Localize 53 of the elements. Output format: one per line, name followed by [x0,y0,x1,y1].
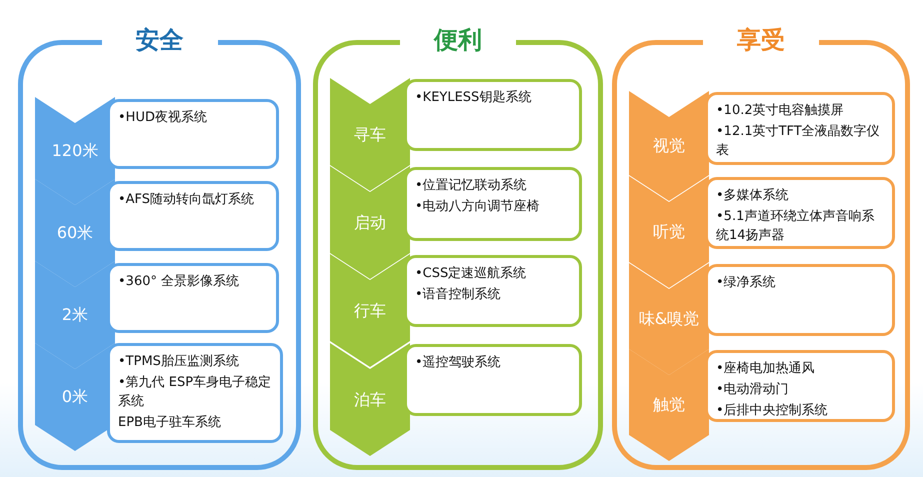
feature-box [404,167,582,241]
chevron-step [330,343,410,456]
chevron-step [629,263,709,375]
step-label: 2米 [60,305,90,326]
step-label: 120米 [50,141,100,162]
feature-box [107,181,279,251]
feature-item: •AFS随动转向氙灯系统 [118,191,256,209]
feature-item: •遥控驾驶系统 [415,354,502,372]
feature-box [107,343,283,443]
feature-item: •10.2英寸电容触摸屏 [716,102,845,120]
step-label: 视觉 [652,136,686,157]
feature-item: •第九代 ESP车身电子稳定系统 [118,374,272,411]
step-label: 0米 [60,387,90,408]
feature-item: •多媒体系统 [716,187,790,205]
step-label: 60米 [56,223,94,244]
feature-box [404,79,582,151]
feature-item: •KEYLESS钥匙系统 [415,89,532,107]
feature-box [705,264,895,336]
feature-item: •HUD夜视系统 [118,109,208,127]
feature-box [404,344,582,416]
feature-item: •5.1声道环绕立体声音响系统14扬声器 [716,208,876,245]
feature-box [705,177,895,249]
feature-item: •后排中央控制系统 [716,402,829,420]
chevron-step [629,349,709,461]
step-label: 泊车 [353,390,387,410]
chevron-step [629,91,709,201]
feature-box [404,255,582,327]
feature-item: •12.1英寸TFT全液晶数字仪表 [716,123,881,160]
feature-box [107,99,279,169]
chevron-step [330,78,410,191]
feature-box [705,350,895,422]
step-label: 行车 [353,300,387,322]
step-label: 启动 [353,212,387,234]
chevron-step [35,261,115,369]
feature-item: •CSS定速巡航系统 [415,265,528,283]
feature-box [705,92,895,165]
feature-item: •座椅电加热通风 [716,360,816,378]
step-label: 寻车 [353,124,387,146]
chevron-step [629,176,709,288]
feature-item: •电动八方向调节座椅 [415,198,541,216]
feature-item: •语音控制系统 [415,286,502,304]
chevron-step [330,166,410,279]
step-label: 触觉 [652,395,686,416]
feature-item: EPB电子驻车系统 [118,414,222,432]
step-label: 味&嗅觉 [638,309,700,330]
feature-item: •360° 全景影像系统 [118,273,240,291]
feature-item: •位置记忆联动系统 [415,177,528,195]
feature-box [107,263,279,333]
feature-item: •电动滑动门 [716,381,790,399]
chevron-step [330,254,410,367]
feature-item: •TPMS胎压监测系统 [118,353,240,371]
feature-item: •绿净系统 [716,274,777,292]
step-label: 听觉 [652,222,686,243]
